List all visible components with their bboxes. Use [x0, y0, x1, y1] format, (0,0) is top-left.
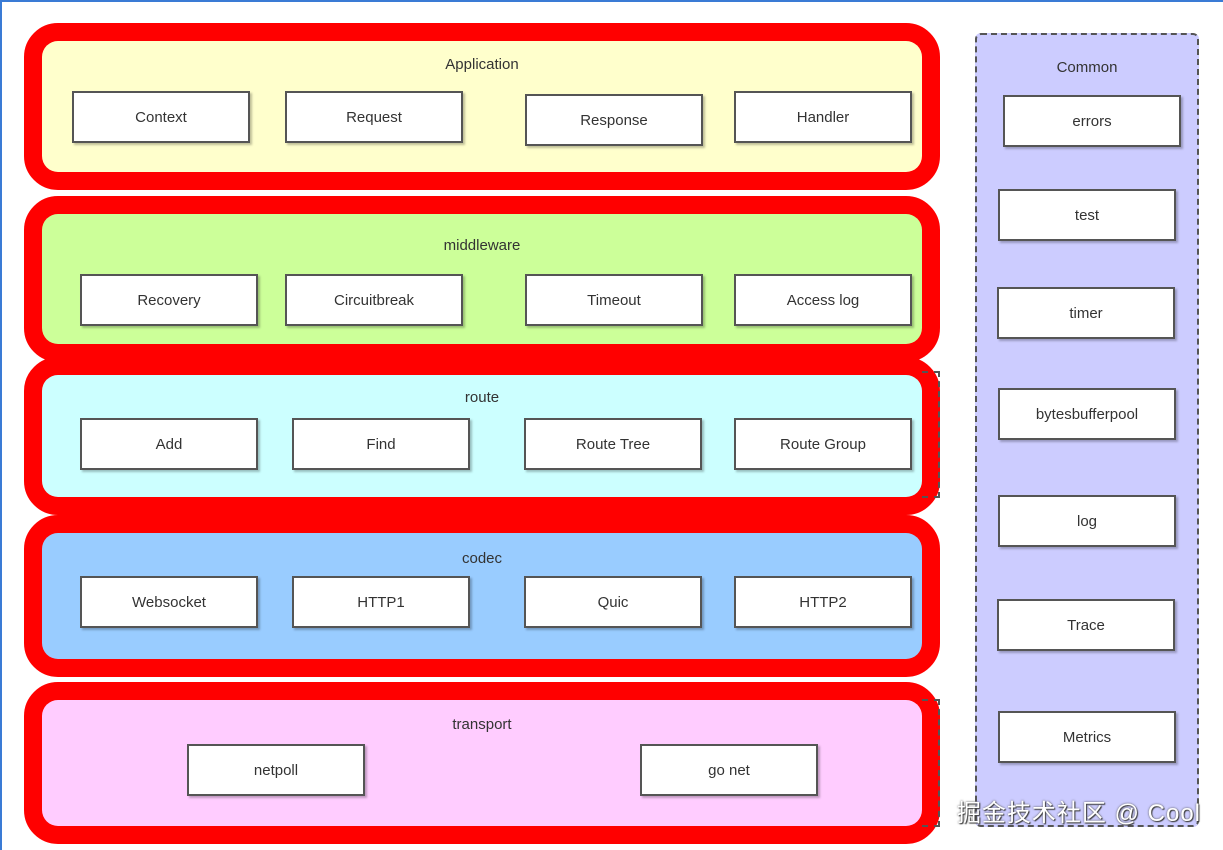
common-title: Common: [1056, 59, 1118, 76]
node-websocket: Websocket: [80, 576, 258, 628]
node-netpoll: netpoll: [187, 744, 365, 796]
layer-middleware-title: middleware: [443, 237, 521, 254]
node-circuitbreak: Circuitbreak: [285, 274, 463, 326]
node-bytesbufferpool: bytesbufferpool: [998, 388, 1176, 440]
layer-application-title: Application: [445, 56, 519, 73]
node-find: Find: [292, 418, 470, 470]
layer-route-title: route: [464, 389, 500, 406]
node-recovery: Recovery: [80, 274, 258, 326]
layer-codec: codec Websocket HTTP1 Quic HTTP2: [24, 515, 940, 677]
node-metrics: Metrics: [998, 711, 1176, 763]
node-add: Add: [80, 418, 258, 470]
node-http2: HTTP2: [734, 576, 912, 628]
node-timeout: Timeout: [525, 274, 703, 326]
layer-application: Application Context Request Response Han…: [24, 23, 940, 190]
node-handler: Handler: [734, 91, 912, 143]
common-panel: Common errors test timer bytesbufferpool…: [975, 33, 1199, 827]
node-response: Response: [525, 94, 703, 146]
layer-codec-title: codec: [461, 550, 503, 567]
node-request: Request: [285, 91, 463, 143]
layer-transport: transport netpoll go net: [24, 682, 940, 844]
node-access-log: Access log: [734, 274, 912, 326]
node-context: Context: [72, 91, 250, 143]
node-trace: Trace: [997, 599, 1175, 651]
layer-middleware: middleware Recovery Circuitbreak Timeout…: [24, 196, 940, 362]
node-route-group: Route Group: [734, 418, 912, 470]
transport-dashed-edge: [922, 699, 940, 827]
layer-transport-title: transport: [452, 716, 512, 733]
node-http1: HTTP1: [292, 576, 470, 628]
route-dashed-edge: [922, 371, 940, 498]
node-quic: Quic: [524, 576, 702, 628]
node-timer: timer: [997, 287, 1175, 339]
node-route-tree: Route Tree: [524, 418, 702, 470]
node-test: test: [998, 189, 1176, 241]
node-log: log: [998, 495, 1176, 547]
node-go-net: go net: [640, 744, 818, 796]
node-errors: errors: [1003, 95, 1181, 147]
layer-route: route Add Find Route Tree Route Group: [24, 357, 940, 515]
watermark-text: 掘金技术社区 @ Cool: [956, 800, 1201, 827]
